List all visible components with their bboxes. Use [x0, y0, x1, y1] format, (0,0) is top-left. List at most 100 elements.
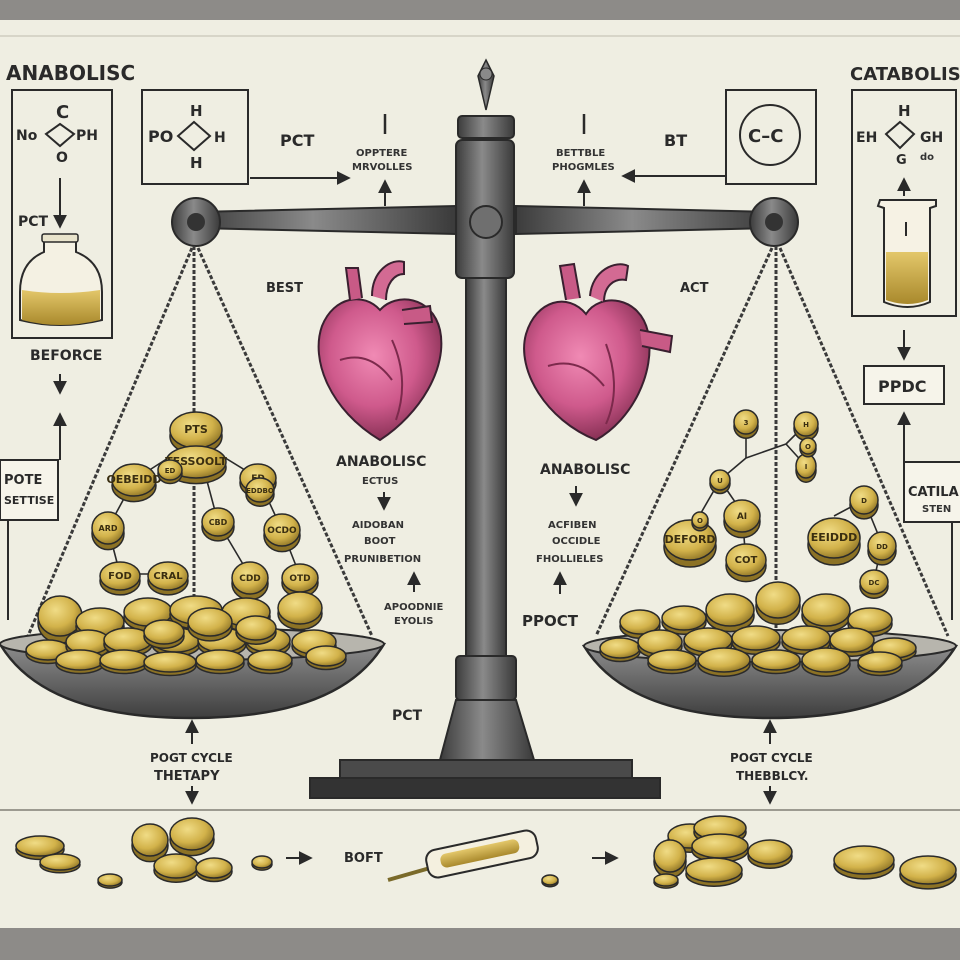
catila-box — [903, 461, 960, 523]
bottom-pill — [833, 845, 895, 880]
left-molecule-pill: OTD — [281, 563, 319, 598]
bottom-pill — [195, 857, 233, 883]
right-beaker — [876, 199, 937, 308]
right-molecule-pill: I — [795, 453, 817, 483]
right-pan-pill — [731, 625, 781, 655]
label-opptere-2: MRVOLLES — [352, 162, 413, 173]
pill-label: ED — [165, 467, 176, 475]
left-pan-pills: PTSTESSOOLTOEBEIDDEDARDCBDOCDOEDDBOFODCR… — [25, 411, 347, 677]
label-pct-bottom: PCT — [392, 708, 423, 724]
svg-text:H: H — [898, 102, 911, 120]
label-best: BEST — [266, 281, 303, 296]
right-pan-pill — [801, 593, 851, 633]
left-formula: C No PH O — [16, 102, 98, 166]
label-pote-1: POTE — [4, 473, 42, 488]
left-heart — [317, 260, 443, 442]
label-before: BEFORCE — [30, 348, 102, 364]
right-molecule-pill: H — [793, 411, 819, 441]
label-ppdc: PPDC — [878, 377, 926, 396]
left-pan-pill — [143, 651, 197, 677]
pill-label: ARD — [99, 524, 118, 533]
bottom-pill — [169, 817, 215, 857]
label-bettle-1: BETTBLE — [556, 148, 605, 159]
pill-label: FOD — [108, 571, 132, 582]
left-molecule-pill: CBD — [201, 507, 235, 542]
right-pan-pill — [705, 593, 755, 633]
pote-box — [0, 459, 59, 521]
right-formula: C–C — [739, 104, 801, 166]
right-pan-pill — [697, 647, 751, 677]
left-pan-pill — [187, 607, 233, 642]
bottom-pill — [131, 823, 169, 863]
mid-formula: H PO H H — [148, 102, 226, 172]
pill-label: CRAL — [153, 571, 183, 582]
svg-text:GH: GH — [920, 130, 943, 146]
pill-label: OCDO — [267, 526, 297, 536]
pill-label: OTD — [289, 574, 310, 584]
svg-text:PH: PH — [76, 128, 98, 144]
pill-label: DC — [869, 579, 880, 587]
bottom-pill — [747, 839, 793, 869]
label-ppoct: PPOCT — [522, 612, 579, 630]
right-formula-frame — [725, 89, 817, 185]
label-aidoban-3: PRUNIBETION — [344, 554, 421, 565]
right-molecule-pill: DEFORD — [663, 519, 717, 568]
svg-text:PO: PO — [148, 127, 173, 146]
svg-text:H: H — [214, 130, 226, 146]
bottom-pill-row — [15, 815, 957, 890]
pill-label: COT — [735, 555, 758, 566]
right-title: CATABOLIS: — [850, 64, 960, 85]
left-pan-pill — [277, 591, 323, 631]
label-act: ACT — [680, 281, 709, 296]
bottom-pill — [541, 874, 559, 888]
bottom-pill — [653, 873, 679, 889]
label-pct-left: PCT — [18, 214, 49, 230]
pill-label: CBD — [209, 518, 228, 527]
label-anabolisc-mid: ANABOLISC — [336, 454, 426, 470]
label-anabolisc-right: ANABOLISC — [540, 462, 630, 478]
pill-label: DEFORD — [664, 533, 715, 546]
left-molecule-pill: PTS — [169, 411, 223, 456]
left-molecule-pill: OEBEIDD — [106, 463, 162, 503]
right-pan-pill — [599, 637, 641, 663]
right-pan-pill — [755, 581, 801, 626]
pill-label: O — [697, 517, 703, 525]
left-molecule-pill: CRAL — [147, 561, 189, 596]
bottom-pill — [691, 833, 749, 863]
pill-label: OEBEIDD — [106, 473, 161, 486]
label-boft: BOFT — [344, 851, 383, 866]
label-aidoban-1: AIDOBAN — [352, 520, 404, 531]
bottom-pill — [39, 853, 81, 874]
label-acfiben-1: ACFIBEN — [548, 520, 596, 531]
label-acfiben-3: FHOLLIELES — [536, 554, 603, 565]
right-molecule-pill: DC — [859, 569, 889, 599]
left-flask — [19, 233, 103, 326]
right-molecule-pill: 3 — [733, 409, 759, 439]
svg-text:EH: EH — [856, 130, 877, 146]
mid-formula-frame — [141, 89, 249, 185]
svg-text:H: H — [190, 102, 203, 120]
svg-text:C–C: C–C — [748, 126, 783, 147]
pill-label: EDDBO — [246, 487, 274, 495]
far-right-formula: H EH GH G do — [856, 102, 943, 168]
label-aidoban-2: BOOT — [364, 536, 396, 547]
right-molecule-pill: COT — [725, 543, 767, 583]
syringe-vial — [387, 829, 539, 882]
pill-label: DD — [876, 543, 888, 551]
right-molecule-pill: D — [849, 485, 879, 520]
label-catila-2: STEN — [922, 504, 951, 515]
left-molecule-pill: ED — [157, 459, 183, 485]
right-molecule-pill: DD — [867, 531, 897, 566]
label-pct-top: PCT — [280, 131, 314, 150]
right-pan-pill — [829, 627, 875, 657]
far-right-formula-frame — [851, 89, 957, 317]
left-pan-pill — [55, 649, 105, 675]
label-pote-2: SETTISE — [4, 494, 54, 507]
label-apoodnie-1: APOODNIE — [384, 602, 443, 613]
pill-label: O — [805, 443, 811, 451]
right-pan-pill — [801, 647, 851, 677]
label-bettle-2: PHOGMLES — [552, 162, 615, 173]
left-molecule-pill: EDDBO — [245, 477, 275, 507]
